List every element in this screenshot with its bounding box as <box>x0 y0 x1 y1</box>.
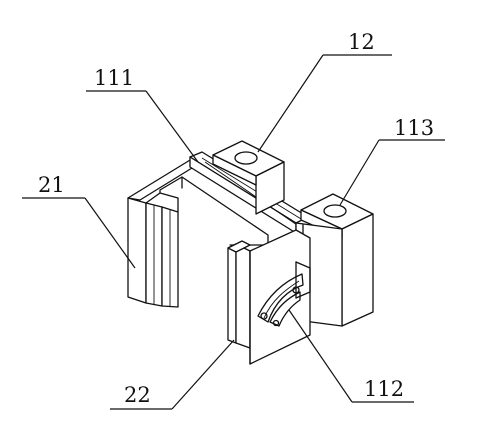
label-112: 112 <box>364 377 404 401</box>
arc-slot-112 <box>257 273 304 327</box>
boss-113 <box>300 193 374 327</box>
label-21: 21 <box>38 173 65 197</box>
boss-12 <box>212 140 285 215</box>
label-22: 22 <box>124 383 151 407</box>
label-111: 111 <box>94 66 134 90</box>
label-12: 12 <box>348 30 375 54</box>
label-113: 113 <box>394 116 434 140</box>
front-holder-part-22 <box>227 229 311 365</box>
leader-lines <box>22 54 445 410</box>
